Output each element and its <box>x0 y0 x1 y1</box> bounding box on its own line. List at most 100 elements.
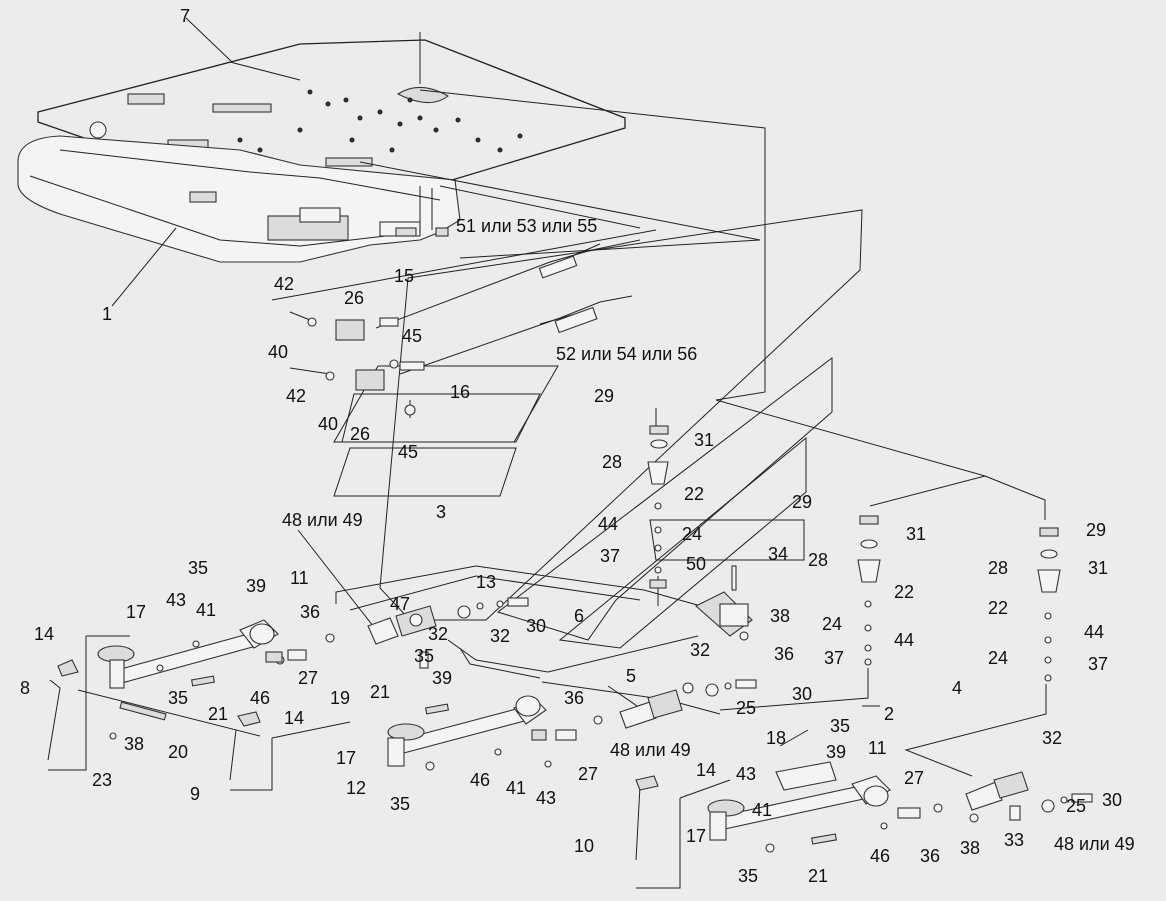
callout-25: 25 <box>736 698 756 718</box>
callout-33: 33 <box>1004 830 1024 850</box>
callout-29: 29 <box>1086 520 1106 540</box>
callout-52-54-56: 52 или 54 или 56 <box>556 344 697 364</box>
reservoir-assembly-1 <box>647 425 669 606</box>
callout-45: 45 <box>402 326 422 346</box>
callout-36: 36 <box>920 846 940 866</box>
callout-32: 32 <box>1042 728 1062 748</box>
callout-2: 2 <box>884 704 894 724</box>
callout-43: 43 <box>166 590 186 610</box>
callout-11: 11 <box>868 738 887 758</box>
callout-27: 27 <box>904 768 924 788</box>
callout-41: 41 <box>196 600 216 620</box>
callout-44: 44 <box>598 514 618 534</box>
callout-12: 12 <box>346 778 366 798</box>
callout-27: 27 <box>578 764 598 784</box>
callout-50: 50 <box>686 554 706 574</box>
callout-labels: 7 1 51 или 53 или 55 52 или 54 или 56 15… <box>20 6 1135 886</box>
callout-27: 27 <box>298 668 318 688</box>
callout-38: 38 <box>770 606 790 626</box>
callout-36: 36 <box>564 688 584 708</box>
callout-30: 30 <box>526 616 546 636</box>
reservoir-assembly-3 <box>904 527 1061 777</box>
callout-39: 39 <box>246 576 266 596</box>
callout-22: 22 <box>988 598 1008 618</box>
callout-6: 6 <box>574 606 584 626</box>
callout-32: 32 <box>428 624 448 644</box>
callout-26: 26 <box>350 424 370 444</box>
callout-13: 13 <box>476 572 496 592</box>
callout-16: 16 <box>450 382 470 402</box>
callout-41: 41 <box>506 778 526 798</box>
callout-28: 28 <box>988 558 1008 578</box>
callout-21: 21 <box>808 866 828 886</box>
callout-38: 38 <box>124 734 144 754</box>
callout-47: 47 <box>390 594 410 614</box>
callout-39: 39 <box>826 742 846 762</box>
callout-35: 35 <box>830 716 850 736</box>
callout-14: 14 <box>696 760 716 780</box>
callout-18: 18 <box>766 728 786 748</box>
callout-29: 29 <box>594 386 614 406</box>
callout-36: 36 <box>774 644 794 664</box>
callout-31: 31 <box>694 430 714 450</box>
callout-31: 31 <box>906 524 926 544</box>
callout-21: 21 <box>208 704 228 724</box>
callout-22: 22 <box>894 582 914 602</box>
callout-14: 14 <box>34 624 54 644</box>
callout-43: 43 <box>736 764 756 784</box>
pedal-assembly-left <box>47 619 351 791</box>
callout-8: 8 <box>20 678 30 698</box>
callout-32: 32 <box>490 626 510 646</box>
callout-17: 17 <box>686 826 706 846</box>
callout-22: 22 <box>684 484 704 504</box>
callout-29: 29 <box>792 492 812 512</box>
callout-17: 17 <box>336 748 356 768</box>
pedal-frames <box>333 209 863 649</box>
callout-7: 7 <box>180 6 190 26</box>
callout-10: 10 <box>574 836 594 856</box>
callout-9: 9 <box>190 784 200 804</box>
callout-17: 17 <box>126 602 146 622</box>
callout-26: 26 <box>344 288 364 308</box>
callout-28: 28 <box>808 550 828 570</box>
upper-cables <box>307 239 641 416</box>
callout-35: 35 <box>738 866 758 886</box>
callout-42: 42 <box>274 274 294 294</box>
callout-5: 5 <box>626 666 636 686</box>
callout-46: 46 <box>470 770 490 790</box>
callout-51-53-55: 51 или 53 или 55 <box>456 216 597 236</box>
callout-37: 37 <box>824 648 844 668</box>
cab-frame-1 <box>17 135 461 263</box>
callout-45: 45 <box>398 442 418 462</box>
callout-44: 44 <box>894 630 914 650</box>
callout-28: 28 <box>602 452 622 472</box>
callout-1: 1 <box>102 304 112 324</box>
callout-43: 43 <box>536 788 556 808</box>
callout-44: 44 <box>1084 622 1104 642</box>
callout-40: 40 <box>318 414 338 434</box>
callout-14: 14 <box>284 708 304 728</box>
callout-35: 35 <box>414 646 434 666</box>
callout-21: 21 <box>370 682 390 702</box>
callout-37: 37 <box>1088 654 1108 674</box>
reservoir-assembly-2 <box>719 515 881 711</box>
callout-32: 32 <box>690 640 710 660</box>
callout-46: 46 <box>250 688 270 708</box>
callout-20: 20 <box>168 742 188 762</box>
callout-34: 34 <box>768 544 788 564</box>
callout-42: 42 <box>286 386 306 406</box>
leader-lines <box>111 17 1046 747</box>
callout-36: 36 <box>300 602 320 622</box>
callout-19: 19 <box>330 688 350 708</box>
callout-3: 3 <box>436 502 446 522</box>
small-hardware <box>156 597 1093 823</box>
callout-48-49: 48 или 49 <box>282 510 363 530</box>
callout-24: 24 <box>988 648 1008 668</box>
callout-23: 23 <box>92 770 112 790</box>
pedal-assembly-middle <box>387 695 552 771</box>
callout-39: 39 <box>432 668 452 688</box>
callout-46: 46 <box>870 846 890 866</box>
callout-25: 25 <box>1066 796 1086 816</box>
